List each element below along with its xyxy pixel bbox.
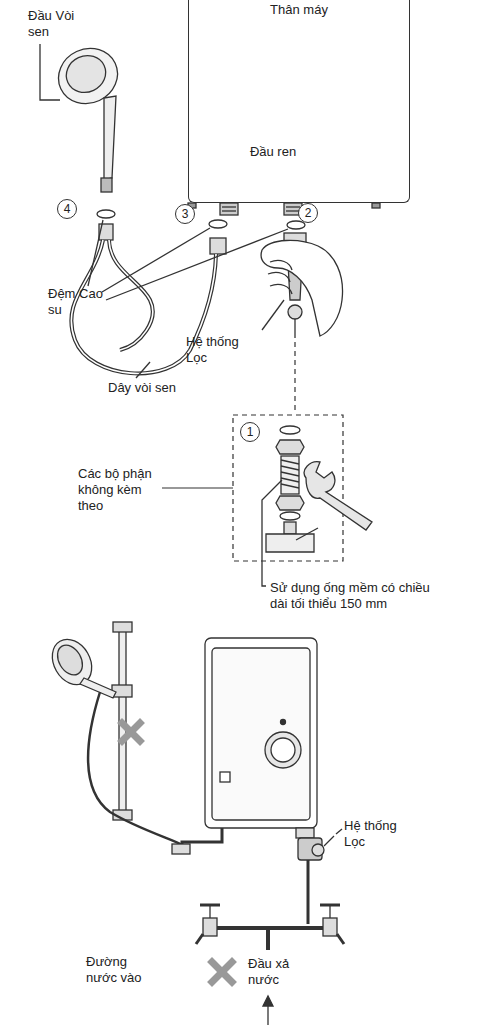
loose-parts-part: [262, 480, 282, 586]
part-label: Đầu xả nước: [248, 956, 302, 988]
loose-parts-part: [284, 522, 296, 534]
installed-heater: [44, 622, 342, 924]
wrong-mark: [122, 723, 232, 982]
faucets-part: [209, 905, 210, 918]
hand-filter-part: [270, 284, 292, 294]
washers-part: [97, 210, 115, 218]
shower-head: [40, 39, 127, 192]
hand-filter-part: [268, 272, 290, 282]
part-label: Đầu ren: [238, 144, 308, 160]
installed-heater-part: [312, 844, 324, 856]
faucets-part: [266, 928, 270, 950]
faucets-part: [263, 996, 273, 1006]
note-label: Các bộ phận không kèm theo: [78, 466, 158, 514]
loose-parts-part: [281, 460, 299, 488]
faucets-part: [320, 904, 340, 907]
installed-heater-part: [220, 772, 230, 782]
loose-parts-part: [280, 426, 300, 434]
shower-hose-part: [109, 240, 153, 350]
faucets-part: [329, 905, 330, 918]
installed-heater-part: [205, 638, 317, 828]
wrong-mark-part: [212, 962, 232, 982]
installed-heater-part: [172, 844, 190, 854]
loose-parts-part: [266, 534, 314, 552]
part-title: Thân máy: [189, 2, 409, 17]
callout-number-text: 2: [305, 206, 312, 220]
shower-hose-part: [136, 362, 150, 378]
shower-hose-part: [210, 238, 226, 254]
loose-parts-part: [276, 440, 304, 454]
part-label: Hệ thống Lọc: [186, 334, 258, 366]
installed-heater-part: [281, 720, 286, 725]
installed-heater-part: [113, 622, 132, 632]
callout-number: 3: [175, 204, 195, 224]
wrong-mark-part: [122, 723, 140, 741]
installed-heater-part: [52, 641, 87, 680]
installed-heater-part: [307, 860, 310, 924]
callout-number: 2: [298, 203, 318, 223]
part-label: Đầu Vòi sen: [28, 8, 90, 40]
dashed-box-part: [294, 342, 295, 414]
faucets-part: [323, 918, 337, 936]
part-label: Đường nước vào: [86, 954, 152, 986]
hand-filter-part: [262, 300, 284, 330]
faucets-part: [203, 918, 217, 936]
loose-parts: [262, 426, 318, 586]
faucets-part: [337, 934, 344, 944]
installed-heater-part: [212, 648, 310, 820]
hand-filter-part: [294, 319, 295, 338]
shower-head-part: [60, 49, 111, 99]
washers: [97, 210, 305, 229]
wrong-mark-part: [212, 962, 232, 982]
top-fittings-part: [222, 210, 236, 211]
wrench-part: [304, 462, 372, 530]
installed-heater-part: [271, 738, 295, 762]
hand-filter-part: [261, 240, 342, 336]
installed-heater-part: [88, 692, 182, 845]
callout-number-text: 3: [182, 207, 189, 221]
hand-filter: [261, 233, 342, 338]
loose-parts-part: [276, 496, 304, 510]
top-fittings-part: [286, 206, 300, 207]
callout-number: 4: [57, 199, 77, 219]
part-label: Hệ thống Lọc: [344, 818, 418, 850]
installed-heater-part: [336, 829, 342, 834]
installed-heater-part: [296, 828, 314, 838]
note-label: Sử dụng ống mềm có chiều dài tối thiểu 1…: [270, 580, 446, 612]
part-label: Đệm Cao su: [48, 286, 104, 318]
shower-hose-part: [88, 220, 103, 286]
loose-parts-part: [280, 512, 300, 520]
top-fittings-part: [222, 206, 236, 207]
shower-hose: [71, 220, 288, 378]
shower-head-part: [101, 178, 112, 192]
callout-number-text: 4: [64, 202, 71, 216]
washers-part: [209, 220, 227, 228]
wrong-mark-part: [122, 723, 140, 741]
shower-hose-part: [102, 228, 210, 292]
wrench: [304, 462, 372, 530]
loose-parts-part: [281, 456, 299, 494]
dashed-box-part: [162, 487, 233, 488]
part-label: Dây vòi sen: [108, 380, 218, 396]
installed-heater-part: [324, 836, 334, 846]
faucets-part: [200, 904, 220, 907]
top-fittings-part: [372, 203, 380, 208]
shower-head-part: [104, 96, 116, 180]
installed-heater-part: [265, 732, 301, 768]
top-fittings-part: [220, 203, 238, 215]
faucets: [196, 905, 344, 1025]
faucets-part: [196, 934, 203, 944]
shower-hose-part: [109, 240, 153, 350]
hand-filter-part: [288, 305, 302, 319]
shower-hose-part: [106, 229, 288, 300]
shower-head-part: [40, 44, 60, 100]
washers-part: [287, 221, 305, 229]
heater-body: Thân máy: [188, 0, 410, 203]
callout-number: 1: [240, 422, 260, 442]
loose-parts-part: [296, 528, 318, 540]
dashed-box: [162, 342, 343, 561]
hand-filter-part: [270, 260, 292, 270]
callout-number-text: 1: [247, 425, 254, 439]
